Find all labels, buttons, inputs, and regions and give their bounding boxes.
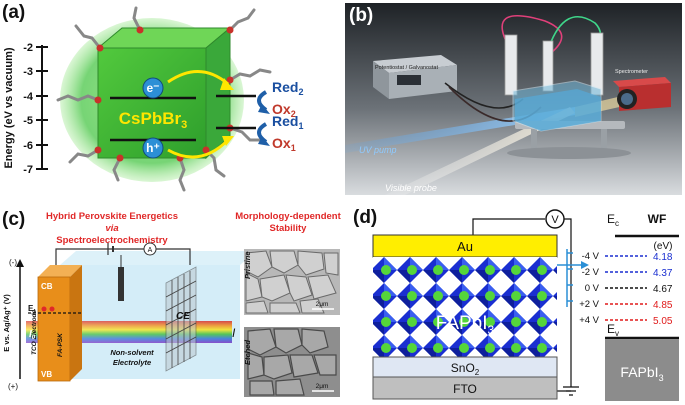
cb-label: CB [41, 282, 53, 291]
ammeter-icon [143, 242, 157, 256]
sem-pristine-image [244, 249, 340, 315]
sem-etched-image [244, 327, 340, 397]
ev-label: Ev [607, 322, 619, 338]
wf-value: 5.05 [653, 316, 673, 327]
voltmeter-label: V [551, 214, 559, 226]
panel-c-label: (c) [2, 209, 26, 230]
spectrometer-label: Spectrometer [615, 69, 648, 75]
panel-d-label: (d) [353, 207, 378, 228]
electron-transfer-arrow [167, 70, 229, 86]
tick-label: -5 [23, 115, 33, 127]
red1-label: Red1 [272, 113, 303, 131]
ec-label: Ec [607, 212, 619, 228]
panel-c: Hybrid Perovskite Energetics via Spectro… [0, 205, 345, 405]
electrochemical-cell [504, 32, 604, 132]
panel-c-right-title-2: Stability [270, 223, 308, 234]
panel-b-setup: Potentiostat / Galvanostat Spectrometer … [345, 3, 682, 195]
reference-electrode [118, 267, 124, 301]
ox1-label: Ox1 [272, 135, 296, 153]
valence-band-fill [605, 339, 679, 401]
panel-a-label: (a) [2, 2, 26, 23]
tick-label: -7 [23, 164, 33, 176]
panel-b-label: (b) [349, 5, 374, 26]
fto-label: FTO [453, 382, 477, 396]
panel-c-right-title-1: Morphology-dependent [235, 211, 341, 222]
au-label: Au [457, 239, 473, 254]
panel-a-diagram: -2 -3 -4 -5 -6 -7 Energy (eV vs vacuum) [3, 6, 303, 192]
bias-label: -4 V [582, 251, 600, 262]
tick-label: -3 [23, 66, 33, 78]
hole-label: h⁺ [146, 141, 160, 155]
circuit-wire [55, 248, 191, 265]
fapsk-label: FA-PSK [57, 332, 64, 357]
scale-bar-label: 2μm [316, 383, 329, 390]
panel-d-diagram: V Au FAPbI3 SnO2 FTO Ec WF (eV) [372, 209, 679, 401]
bottom-material-label: FAPbI3 [620, 364, 663, 383]
pristine-label: Pristine [243, 251, 252, 279]
potentiostat-label: Potentiostat / Galvanostat [375, 65, 438, 71]
hole-transfer-arrow [167, 138, 230, 159]
panel-d: V Au FAPbI3 SnO2 FTO Ec WF (eV) [345, 205, 685, 405]
ce-label: CE [176, 311, 190, 322]
etched-label: Etched [243, 340, 252, 365]
wf-value: 4.18 [653, 252, 673, 263]
bias-label: -2 V [582, 267, 600, 278]
visible-probe-label: Visible probe [385, 183, 437, 193]
cspbbr3-crystal [56, 6, 272, 192]
energy-ticks [36, 46, 48, 170]
fermi-label: Ef [28, 304, 35, 315]
bias-label: +2 V [579, 299, 599, 310]
panel-c-diagram: Hybrid Perovskite Energetics via Spectro… [2, 211, 342, 397]
potential-axis-label: E vs. Ag/Ag⁺ (V) [2, 294, 11, 352]
bias-label: +4 V [579, 315, 599, 326]
hole-icon [142, 137, 164, 159]
potentiostat-device [373, 55, 457, 99]
wf-header: WF [648, 212, 667, 226]
tick-label: -4 [23, 91, 34, 103]
tco-electrode [37, 265, 82, 382]
panel-c-title-1: Hybrid Perovskite Energetics [46, 211, 178, 222]
circuit-wire [472, 218, 545, 235]
axis-plus-label: (+) [8, 382, 18, 391]
energy-axis-label: Energy (eV vs vacuum) [3, 47, 15, 168]
axis-minus-label: (-) [9, 258, 17, 267]
bias-label: 0 V [585, 283, 600, 294]
tick-label: -6 [23, 140, 33, 152]
perovskite-label: FAPbI3 [436, 313, 495, 337]
transmitted-intensity-label: I [232, 326, 236, 340]
ammeter-label: A [148, 247, 153, 254]
wf-unit: (eV) [654, 241, 673, 252]
fto-layer [372, 376, 558, 400]
wf-value: 4.67 [653, 284, 673, 295]
electron-label: e⁻ [146, 81, 159, 95]
red2-label: Red2 [272, 79, 303, 97]
wf-value: 4.85 [653, 300, 673, 311]
ox2-label: Ox2 [272, 101, 296, 119]
uv-pump-label: UV pump [359, 145, 397, 155]
vb-label: VB [41, 370, 52, 379]
scale-bar-label: 2μm [316, 301, 329, 308]
tco-label: TCO Electrode [31, 309, 38, 355]
incident-intensity-label: I0 [29, 329, 36, 341]
spectrometer-device [613, 77, 671, 111]
sno2-label: SnO2 [451, 361, 480, 377]
panel-a: -2 -3 -4 -5 -6 -7 Energy (eV vs vacuum) [0, 0, 340, 200]
panel-c-title-2: via [105, 223, 118, 234]
wf-value: 4.37 [653, 268, 673, 279]
tick-label: -2 [23, 42, 33, 54]
electrolyte-label-1: Non-solvent [110, 348, 154, 357]
electrolyte-label-2: Electrolyte [113, 358, 151, 367]
electron-icon [142, 77, 164, 99]
panel-c-title-3: Spectroelectrochemistry [56, 235, 168, 246]
crystal-name: CsPbBr3 [119, 109, 187, 131]
counter-electrode-mesh [165, 266, 197, 372]
panel-b: Potentiostat / Galvanostat Spectrometer … [345, 3, 682, 195]
